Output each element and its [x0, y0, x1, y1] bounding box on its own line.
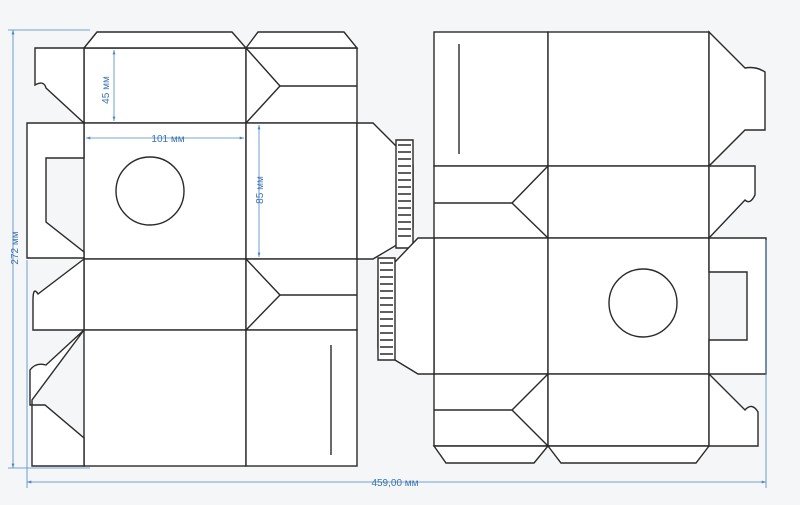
- lock-teeth-marks: [398, 144, 411, 237]
- dim-total-width: 459,00 мм: [371, 478, 418, 489]
- top-tab-side: [244, 31, 359, 49]
- left-tab-3: [32, 257, 85, 331]
- side-back-panel: [245, 329, 358, 467]
- r-flap-2: [547, 373, 710, 447]
- left-tab-2: [26, 122, 85, 259]
- r-right-tab-2: [708, 165, 756, 240]
- r-side-flap-1: [433, 165, 549, 239]
- r-right-tab-1: [708, 30, 766, 168]
- side-panel: [245, 122, 358, 260]
- fold-line-bottom-2: [245, 294, 281, 331]
- r-right-tab-3: [708, 237, 767, 375]
- dim-flap-height: 45 мм: [101, 76, 112, 104]
- window-cutout: [115, 156, 185, 226]
- fold-line-top-2: [245, 85, 281, 124]
- r-flap-1: [547, 165, 710, 239]
- r-top-main-panel: [547, 31, 710, 167]
- dim-panel-width: 101 мм: [151, 134, 184, 145]
- top-flap-panel: [83, 47, 247, 124]
- dimension-annotations: 45 мм 101 мм 85 мм 272 мм 459,00 мм: [8, 29, 767, 489]
- r-fold-3: [434, 373, 549, 411]
- r-side-panel: [433, 237, 549, 375]
- lock-teeth-right: [377, 257, 396, 361]
- top-tab-main: [82, 31, 248, 49]
- r-fold-1: [434, 165, 549, 204]
- r-fold-2: [511, 202, 549, 239]
- dim-panel-height: 85 мм: [255, 176, 266, 204]
- r-fold-4: [511, 409, 549, 447]
- bottom-panel: [83, 258, 247, 331]
- left-tab-4: [29, 329, 85, 467]
- right-blank: [377, 30, 767, 464]
- r-bottom-tab-main: [546, 445, 711, 464]
- left-blank: [26, 31, 414, 467]
- lock-teeth-marks-right: [380, 262, 393, 355]
- r-right-tab-4: [708, 372, 759, 447]
- dim-total-height: 272 мм: [10, 231, 21, 264]
- left-tab-1: [34, 47, 85, 125]
- r-bottom-tab-side: [432, 445, 550, 464]
- back-panel: [83, 329, 247, 467]
- r-window-cutout: [608, 268, 678, 338]
- r-top-side-panel: [433, 31, 549, 167]
